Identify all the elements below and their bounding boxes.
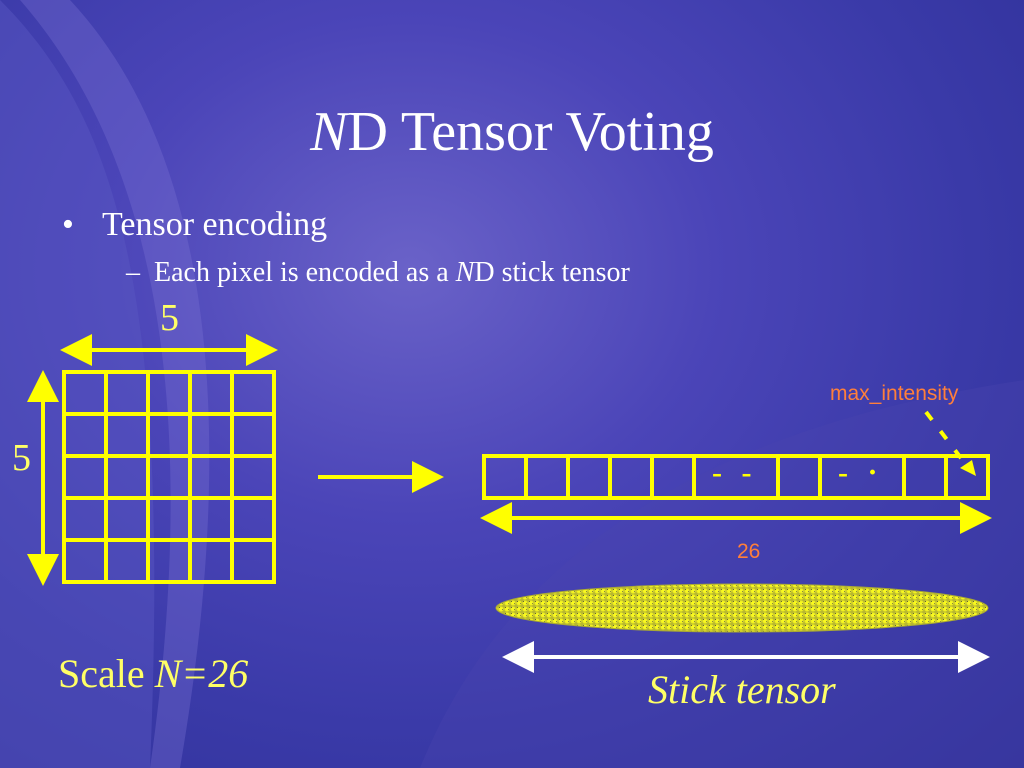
stick-tensor-label: Stick tensor <box>648 667 836 712</box>
pixel-grid <box>62 370 276 584</box>
sub-text-italic: N <box>455 257 475 288</box>
scale-label: Scale N=26 <box>58 650 248 697</box>
sub-text-prefix: Each pixel is encoded as a <box>154 257 456 288</box>
stick-tensor-ellipse <box>495 583 989 633</box>
sub-bullet: – Each pixel is encoded as a ND stick te… <box>126 257 630 289</box>
scale-value: N=26 <box>154 651 249 696</box>
bullet-text: Tensor encoding <box>102 206 328 243</box>
sub-text-suffix: D stick tensor <box>474 257 630 288</box>
max-intensity-label: max_intensity <box>830 382 959 405</box>
bullet-tensor-encoding: • Tensor encoding <box>62 206 327 244</box>
vector-length-label: 26 <box>737 540 761 563</box>
bullet-dot: • <box>62 206 74 243</box>
max-intensity-pointer-head <box>960 460 976 476</box>
slide-title: ND Tensor Voting <box>0 104 1024 160</box>
vector-ellipsis-2: - · <box>838 456 884 489</box>
title-text: D Tensor Voting <box>347 101 714 163</box>
grid-height-label: 5 <box>12 437 31 479</box>
sub-dash: – <box>126 257 154 288</box>
title-italic-n: N <box>310 101 348 163</box>
tensor-vector <box>482 454 990 500</box>
scale-prefix: Scale <box>58 651 155 696</box>
vector-ellipsis-1: - - <box>712 456 758 489</box>
grid-width-label: 5 <box>160 297 179 339</box>
